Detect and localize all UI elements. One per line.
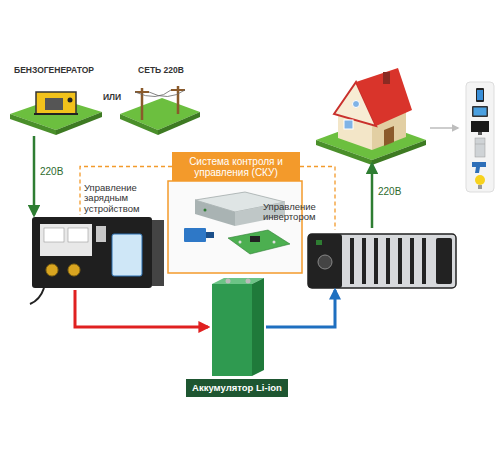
house-door bbox=[384, 126, 394, 146]
inverter-endcap bbox=[436, 238, 452, 284]
voltage-label: 220В bbox=[378, 186, 401, 197]
node-text: Управление зарядным устройством bbox=[84, 183, 154, 214]
phone-icon bbox=[476, 88, 484, 102]
tile-side bbox=[56, 112, 102, 135]
grid-illustration bbox=[120, 86, 200, 135]
control-link bbox=[80, 167, 172, 216]
inverter-socket bbox=[318, 255, 332, 269]
grass-tile bbox=[10, 98, 102, 130]
terminal bbox=[46, 264, 58, 276]
power-arrow bbox=[33, 136, 36, 215]
power-cable bbox=[30, 288, 44, 304]
house-window bbox=[344, 120, 353, 129]
breaker bbox=[96, 226, 106, 242]
meter bbox=[44, 228, 64, 242]
battery-box: Аккумулятор Li-ion bbox=[208, 278, 266, 376]
discharge-arrow bbox=[266, 290, 335, 327]
board-pin bbox=[273, 241, 276, 244]
battery-side bbox=[252, 278, 264, 376]
attic-window bbox=[353, 101, 360, 108]
cooling-fin bbox=[386, 238, 390, 284]
devices-column bbox=[466, 82, 494, 192]
cooling-fin bbox=[398, 238, 402, 284]
house-illustration bbox=[316, 68, 426, 165]
phone-screen bbox=[477, 90, 483, 100]
controller-front bbox=[195, 200, 235, 226]
node-text: Аккумулятор Li-ion bbox=[186, 379, 288, 397]
cooling-fin bbox=[410, 238, 414, 284]
charger-side bbox=[152, 220, 164, 286]
node-text: СЕТЬ 220В bbox=[120, 66, 202, 75]
node-text: Управление инвертором bbox=[263, 202, 333, 223]
generator-frame bbox=[34, 113, 78, 115]
board-pin bbox=[239, 241, 242, 244]
monitor-stand bbox=[478, 132, 482, 135]
edge-label: 220В bbox=[40, 166, 63, 177]
charger-body bbox=[32, 217, 152, 288]
pole-crossbar bbox=[171, 89, 185, 91]
power-wire bbox=[135, 90, 185, 97]
controller-led bbox=[204, 209, 207, 212]
fridge-icon bbox=[475, 138, 485, 157]
source-tile: БЕНЗОГЕНЕРАТОР bbox=[6, 66, 102, 136]
node-text: БЕНЗОГЕНЕРАТОР bbox=[6, 66, 102, 75]
cooling-fin bbox=[350, 238, 354, 284]
inverter-switch bbox=[316, 240, 322, 245]
battery-terminal bbox=[246, 279, 251, 284]
cooling-fin bbox=[374, 238, 378, 284]
tile-side bbox=[120, 114, 158, 135]
generator-engine bbox=[45, 98, 63, 110]
control-link bbox=[300, 167, 335, 231]
source-tile: СЕТЬ 220В bbox=[120, 66, 202, 136]
board-chip bbox=[250, 236, 260, 242]
node-text: Система контроля и управления (СКУ) bbox=[174, 156, 298, 178]
tablet-icon bbox=[472, 106, 488, 117]
tile-side bbox=[10, 114, 56, 135]
circuit-board bbox=[228, 230, 290, 254]
battery-terminal bbox=[226, 279, 231, 284]
fridge-door bbox=[475, 144, 485, 145]
bulb-base bbox=[478, 185, 482, 189]
tile-side bbox=[158, 112, 200, 135]
battery-illustration bbox=[212, 278, 264, 376]
control-system-illustration bbox=[168, 181, 302, 273]
devices-illustration bbox=[466, 82, 494, 192]
voltage-label: ИЛИ bbox=[103, 93, 121, 102]
meter bbox=[68, 228, 88, 242]
control-system-box: Система контроля и управления (СКУ) bbox=[172, 152, 300, 181]
output-arrow bbox=[430, 127, 458, 129]
generator-cap bbox=[68, 98, 73, 103]
charger-illustration bbox=[30, 217, 164, 304]
terminal bbox=[68, 264, 80, 276]
tablet-screen bbox=[474, 108, 487, 116]
cooling-fin bbox=[362, 238, 366, 284]
charger-box: Управление зарядным устройством bbox=[30, 215, 165, 290]
charger-panel bbox=[40, 224, 92, 256]
charge-arrow bbox=[75, 290, 208, 327]
house-roof bbox=[356, 68, 412, 126]
inverter-panel bbox=[308, 234, 342, 288]
cooling-fin bbox=[422, 238, 426, 284]
relay-module bbox=[184, 228, 206, 242]
battery-front bbox=[212, 284, 252, 376]
controller-display bbox=[112, 234, 142, 276]
power-arrow bbox=[371, 164, 374, 228]
relay-clip bbox=[206, 232, 214, 238]
bulb-icon bbox=[475, 175, 485, 185]
inverter-box: Управление инвертором bbox=[305, 230, 460, 290]
illustration-frame bbox=[168, 181, 302, 273]
generator-illustration bbox=[10, 92, 102, 135]
generator-body bbox=[36, 92, 76, 114]
inverter-body bbox=[308, 234, 456, 288]
monitor-icon bbox=[471, 121, 489, 132]
grass-tile bbox=[120, 98, 200, 130]
chimney bbox=[383, 72, 390, 84]
inverter-illustration bbox=[308, 234, 456, 288]
drill-icon bbox=[472, 162, 486, 173]
